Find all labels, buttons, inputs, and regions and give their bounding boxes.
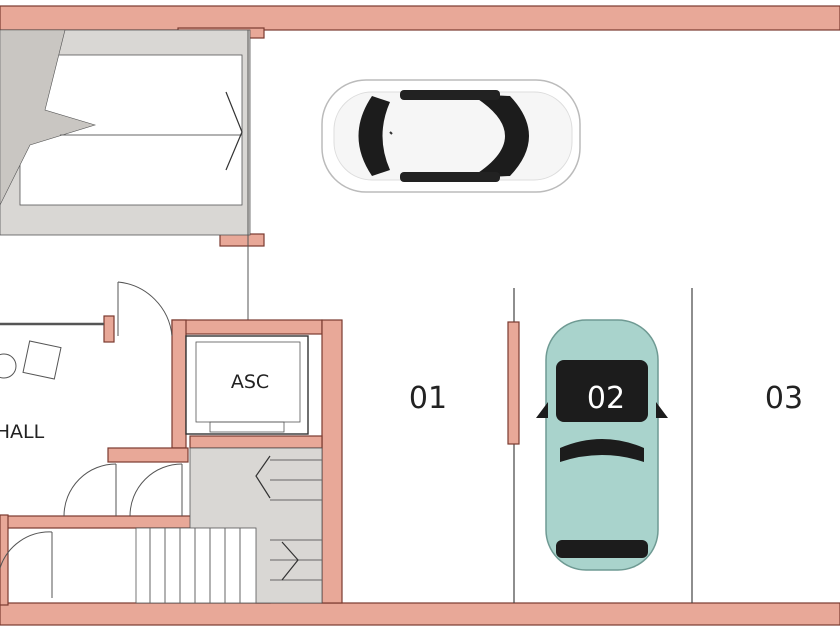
spot-02-label: 02 (587, 381, 625, 416)
outer-walls (0, 5, 840, 626)
garage-wall-stub (219, 233, 265, 247)
storage-area (0, 29, 251, 330)
column (507, 321, 520, 445)
top-wall (0, 5, 840, 31)
elevator-label: ASC (231, 371, 269, 393)
car-white-icon (321, 79, 581, 193)
spot-03-label: 03 (765, 381, 803, 416)
bottom-wall (0, 602, 840, 626)
car-teal-icon (536, 319, 668, 571)
hall-label: HALL (0, 421, 45, 443)
spot-01-label: 01 (409, 381, 447, 416)
core-walls (0, 315, 343, 606)
elevator-cab (185, 335, 309, 435)
door-icon (0, 281, 183, 598)
hall-furniture (0, 322, 104, 380)
stairs-icon (135, 447, 323, 604)
